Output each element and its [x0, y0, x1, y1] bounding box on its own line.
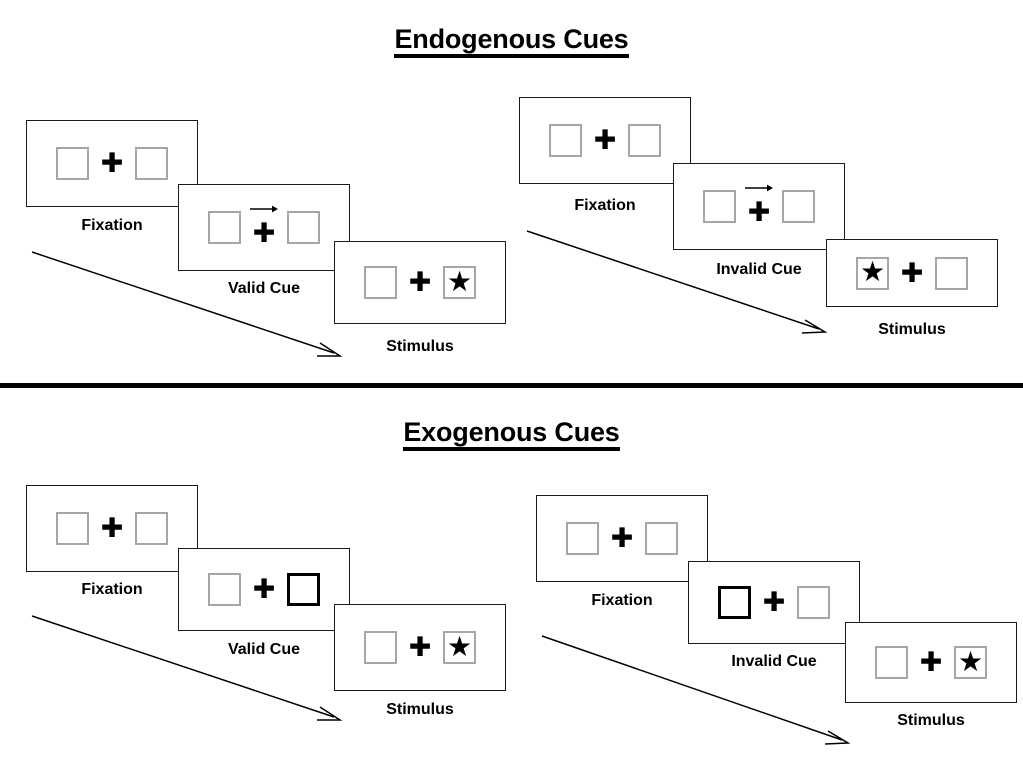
stimulus-box-left	[56, 147, 89, 180]
section-title-exogenous: Exogenous Cues	[0, 417, 1023, 452]
stimulus-box-left	[566, 522, 599, 555]
stimulus-box-left	[875, 646, 908, 679]
fixation-cross-icon: ✚	[593, 125, 617, 155]
fixation-center: ✚	[397, 257, 443, 309]
time-flow-arrow-exogenous-invalid	[541, 635, 851, 745]
stimulus-box-left	[364, 266, 397, 299]
fixation-center: ✚	[241, 202, 287, 254]
stimulus-box-left	[56, 512, 89, 545]
panel-exogenous-invalid-cue: ✚	[688, 561, 860, 644]
panel-content: ✚	[179, 185, 349, 270]
panel-content: ✚ ★	[335, 242, 505, 323]
stimulus-box-left	[208, 573, 241, 606]
caption-exogenous-invalid-fixation: Fixation	[591, 592, 653, 609]
fixation-cross-icon: ✚	[610, 523, 634, 553]
panel-endogenous-valid-fixation: ✚	[26, 120, 198, 207]
section-title-exogenous-text: Exogenous Cues	[403, 418, 620, 452]
panel-exogenous-valid-fixation: ✚	[26, 485, 198, 572]
panel-endogenous-valid-stimulus: ✚ ★	[334, 241, 506, 324]
fixation-center: ✚	[736, 181, 782, 233]
stimulus-box-right-cued	[287, 573, 320, 606]
fixation-cross-icon: ✚	[919, 647, 943, 677]
caption-endogenous-invalid-stimulus: Stimulus	[878, 321, 946, 338]
caption-exogenous-invalid-cue: Invalid Cue	[731, 653, 817, 670]
target-star-icon: ★	[446, 265, 473, 297]
panel-content: ✚	[520, 98, 690, 183]
panel-exogenous-valid-stimulus: ✚ ★	[334, 604, 506, 691]
target-star-icon: ★	[859, 256, 886, 287]
fixation-cross-icon: ✚	[100, 513, 124, 543]
stimulus-box-right: ★	[443, 266, 476, 299]
stimulus-box-right: ★	[443, 631, 476, 664]
stimulus-box-left-cued	[718, 586, 751, 619]
panel-endogenous-invalid-fixation: ✚	[519, 97, 691, 184]
target-star-icon: ★	[957, 645, 984, 677]
caption-endogenous-invalid-cue: Invalid Cue	[716, 261, 802, 278]
panel-content: ✚	[27, 486, 197, 571]
fixation-center: ✚	[397, 622, 443, 674]
panel-content: ✚	[689, 562, 859, 643]
panel-content: ✚	[674, 164, 844, 249]
stimulus-box-right	[135, 512, 168, 545]
fixation-center: ✚	[582, 115, 628, 167]
caption-endogenous-valid-fixation: Fixation	[81, 217, 143, 234]
caption-exogenous-valid-stimulus: Stimulus	[386, 701, 454, 718]
stimulus-box-right	[287, 211, 320, 244]
stimulus-box-right	[628, 124, 661, 157]
panel-endogenous-invalid-stimulus: ★ ✚	[826, 239, 998, 307]
fixation-cross-icon: ✚	[747, 197, 771, 227]
fixation-cross-icon: ✚	[100, 148, 124, 178]
stimulus-box-right	[935, 256, 968, 290]
stimulus-box-right: ★	[954, 646, 987, 679]
panel-exogenous-invalid-fixation: ✚	[536, 495, 708, 582]
section-title-endogenous: Endogenous Cues	[0, 24, 1023, 59]
stimulus-box-right	[782, 190, 815, 223]
panel-exogenous-invalid-stimulus: ✚ ★	[845, 622, 1017, 703]
fixation-cross-icon: ✚	[900, 257, 924, 288]
panel-content: ✚	[179, 549, 349, 630]
stimulus-box-right	[797, 586, 830, 619]
target-star-icon: ★	[446, 630, 473, 662]
caption-endogenous-valid-cue: Valid Cue	[227, 280, 301, 297]
panel-content: ✚ ★	[335, 605, 505, 690]
fixation-center: ✚	[751, 577, 797, 629]
stimulus-box-left	[703, 190, 736, 223]
cue-arrow-right-icon	[250, 205, 278, 212]
section-title-endogenous-text: Endogenous Cues	[394, 25, 629, 59]
caption-exogenous-invalid-stimulus: Stimulus	[897, 712, 965, 729]
panel-content: ✚ ★	[846, 623, 1016, 702]
stimulus-box-left	[208, 211, 241, 244]
fixation-cross-icon: ✚	[762, 587, 786, 617]
fixation-center: ✚	[889, 247, 935, 299]
caption-exogenous-valid-cue: Valid Cue	[227, 641, 301, 658]
fixation-cross-icon: ✚	[252, 574, 276, 604]
section-divider	[0, 383, 1023, 388]
fixation-center: ✚	[89, 138, 135, 190]
fixation-center: ✚	[908, 637, 954, 689]
cue-arrow-right-icon	[745, 184, 773, 191]
panel-exogenous-valid-cue: ✚	[178, 548, 350, 631]
caption-exogenous-valid-fixation: Fixation	[81, 581, 143, 598]
panel-content: ✚	[27, 121, 197, 206]
fixation-cross-icon: ✚	[408, 267, 432, 297]
panel-content: ★ ✚	[827, 240, 997, 306]
fixation-cross-icon: ✚	[408, 632, 432, 662]
fixation-center: ✚	[89, 503, 135, 555]
stimulus-box-left	[364, 631, 397, 664]
panel-endogenous-valid-cue: ✚	[178, 184, 350, 271]
stimulus-box-left: ★	[856, 256, 889, 290]
stimulus-box-left	[549, 124, 582, 157]
caption-endogenous-invalid-fixation: Fixation	[574, 197, 636, 214]
stimulus-box-right	[645, 522, 678, 555]
fixation-center: ✚	[241, 564, 287, 616]
caption-endogenous-valid-stimulus: Stimulus	[386, 338, 454, 355]
fixation-cross-icon: ✚	[252, 218, 276, 248]
panel-endogenous-invalid-cue: ✚	[673, 163, 845, 250]
fixation-center: ✚	[599, 513, 645, 565]
stimulus-box-right	[135, 147, 168, 180]
panel-content: ✚	[537, 496, 707, 581]
